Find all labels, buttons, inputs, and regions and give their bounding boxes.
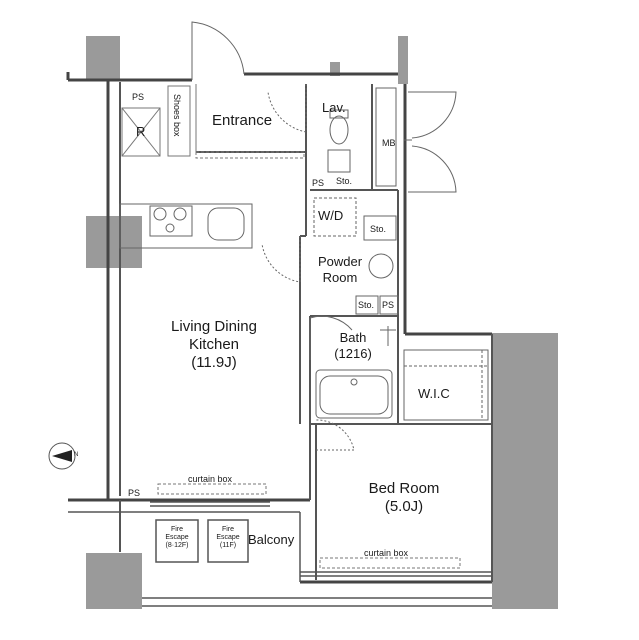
wic-label: W.I.C xyxy=(418,386,450,401)
wd-powder-fixtures xyxy=(313,197,399,315)
curtain-box-bed-label: curtain box xyxy=(364,548,409,558)
ps-ldk-label: PS xyxy=(128,488,141,498)
powder-line1: Powder xyxy=(317,254,363,269)
fire-escape-2-line3: (11F) xyxy=(219,542,237,549)
bedroom-name: Bed Room xyxy=(368,480,440,497)
ldk-name-line1: Living Dining xyxy=(171,318,257,335)
curtain-box-ldk-label: curtain box xyxy=(188,474,233,484)
outer-walls xyxy=(66,72,492,584)
windows xyxy=(150,501,492,577)
fire-escape-2-line1: Fire xyxy=(221,526,235,533)
doors xyxy=(191,21,457,451)
curtain-boxes xyxy=(157,483,461,569)
bath-label: Bath (1216) xyxy=(326,330,380,362)
ps-bath-label: PS xyxy=(382,300,395,310)
mb-label: MB xyxy=(382,138,396,148)
column-left-mid xyxy=(86,216,142,268)
compass-label: N xyxy=(74,452,79,458)
sto-lav-label: Sto. xyxy=(336,176,353,186)
fire-escape-2-label: Fire Escape (11F) xyxy=(209,526,247,550)
entrance-label: Entrance xyxy=(212,112,273,129)
bath-size: (1216) xyxy=(334,346,372,361)
fire-escape-1-line2: Escape xyxy=(165,534,189,541)
ldk-name-line2: Kitchen xyxy=(188,336,240,353)
ldk-label: Living Dining Kitchen (11.9J) xyxy=(155,318,273,372)
fire-escape-1-line1: Fire xyxy=(170,526,184,533)
bathtub xyxy=(315,326,396,419)
powder-room-label: Powder Room xyxy=(314,254,366,286)
refrigerator-label: R xyxy=(136,124,146,139)
bedroom-label: Bed Room (5.0J) xyxy=(354,480,454,516)
entrance-details xyxy=(121,84,305,159)
column-small-top xyxy=(330,62,340,76)
fire-escape-2-line2: Escape xyxy=(216,534,240,541)
wd-label: W/D xyxy=(318,208,344,223)
sto-powder-label: Sto. xyxy=(370,224,387,234)
ps-entrance-label: PS xyxy=(132,92,145,102)
bedroom-size: (5.0J) xyxy=(384,498,424,515)
fire-escape-1-label: Fire Escape (8·12F) xyxy=(158,526,196,550)
lav-label: Lav. xyxy=(322,100,346,115)
compass-icon xyxy=(48,442,76,470)
shoes-box-label: Shoes box xyxy=(172,94,182,137)
balcony-label: Balcony xyxy=(248,532,295,547)
ps-lav-label: PS xyxy=(312,178,325,188)
fire-escape-1-line3: (8·12F) xyxy=(165,542,189,549)
balcony-outline xyxy=(68,511,492,607)
powder-line2: Room xyxy=(322,270,358,285)
column-bottom-right xyxy=(492,333,558,609)
bath-name: Bath xyxy=(339,330,367,345)
column-bottom-left xyxy=(86,553,142,609)
ldk-size: (11.9J) xyxy=(191,354,237,371)
sto-bath-label: Sto. xyxy=(358,300,375,310)
column-top-right xyxy=(398,36,408,84)
kitchen-counter xyxy=(119,203,253,249)
wic-details xyxy=(403,349,489,421)
column-top-left xyxy=(86,36,120,80)
toilet-fixture xyxy=(327,87,397,187)
